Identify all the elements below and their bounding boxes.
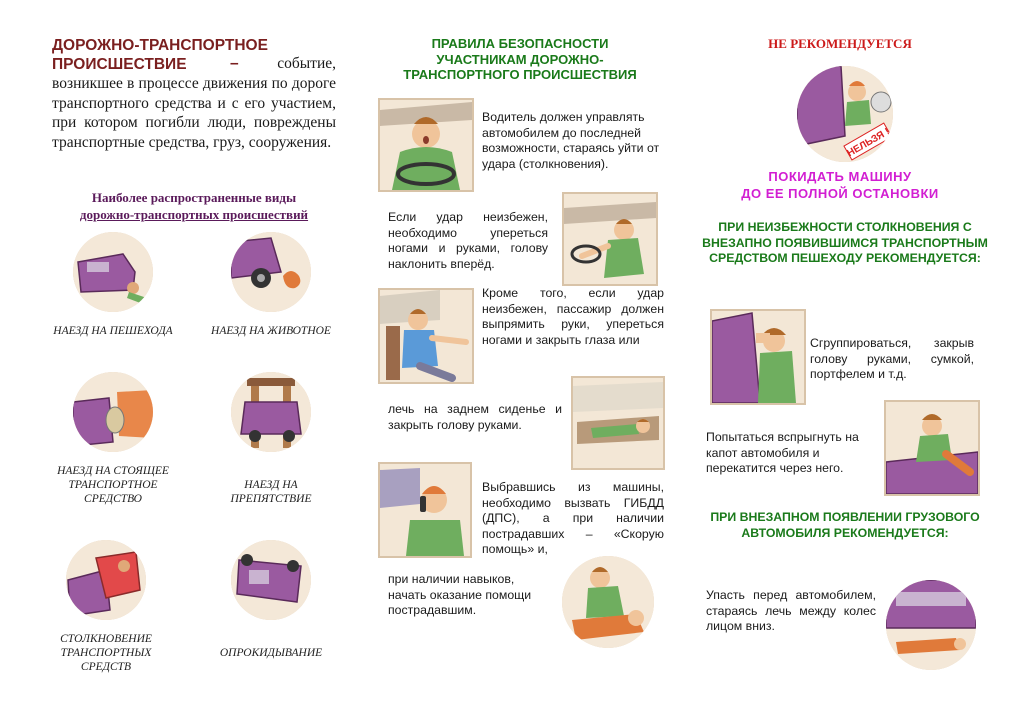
- rules-title: ПРАВИЛА БЕЗОПАСНОСТИ УЧАСТНИКАМ ДОРОЖНО-…: [403, 36, 637, 82]
- first-aid-icon: [562, 556, 654, 648]
- lying-on-seat-icon: [571, 376, 665, 470]
- pedestrian-group-icon: [710, 309, 806, 405]
- exit-moving-car-icon: НЕЛЬЗЯ !: [797, 66, 893, 162]
- caption-animal: НАЕЗД НА ЖИВОТНОЕ: [211, 325, 331, 337]
- types-title: Наиболее распространенные виды дорожно-т…: [52, 189, 336, 223]
- parked-car-hit-icon: [73, 372, 153, 452]
- caption-pedestrian: НАЕЗД НА ПЕШЕХОДА: [53, 325, 173, 337]
- definition-dash: –: [230, 55, 239, 72]
- definition-first-words: событие,: [277, 55, 336, 72]
- driver-steering-icon: [378, 98, 474, 192]
- hood-jump-icon: [884, 400, 980, 496]
- ped-text-1: Сгруппироваться, закрыв голову руками, с…: [810, 336, 974, 381]
- pedestrian-advice-title: ПРИ НЕИЗБЕЖНОСТИ СТОЛКНОВЕНИЯ С ВНЕЗАПНО…: [702, 220, 988, 265]
- caption-parked-car: НАЕЗД НА СТОЯЩЕЕ ТРАНСПОРТНОЕ СРЕДСТВО: [57, 465, 169, 505]
- rule-text-5: Выбравшись из машины, необходимо вызвать…: [482, 480, 664, 556]
- rule-text-1: Водитель должен управлять автомобилем до…: [482, 110, 660, 171]
- rollover-icon: [231, 540, 311, 620]
- lie-under-truck-icon: [886, 580, 976, 670]
- pink-line-1: ПОКИДАТЬ МАШИНУ: [768, 169, 912, 184]
- collision-icon: [66, 540, 146, 620]
- brace-impact-icon: [562, 192, 658, 286]
- passenger-brace-icon: [378, 288, 474, 384]
- not-recommended-title: НЕ РЕКОМЕНДУЕТСЯ: [768, 36, 912, 51]
- rule-text-3: Кроме того, если удар неизбежен, пассажи…: [482, 286, 664, 347]
- rule-text-4: лечь на заднем сиденье и закрыть голову …: [388, 402, 562, 432]
- phone-call-icon: [378, 462, 472, 558]
- definition-dash-line: – событие,: [230, 55, 336, 73]
- rule-text-2: Если удар неизбежен, необходимо уперетьс…: [388, 210, 548, 271]
- types-title-line2: дорожно-транспортных происшествий: [79, 207, 309, 222]
- types-title-line1: Наиболее распространенные виды: [91, 190, 297, 205]
- caption-collision: СТОЛКНОВЕНИЕ ТРАНСПОРТНЫХ СРЕДСТВ: [60, 633, 152, 673]
- pedestrian-hit-icon: [73, 232, 153, 312]
- definition-body: возникшее в процессе движения по дороге …: [52, 75, 336, 151]
- caption-rollover: ОПРОКИДЫВАНИЕ: [219, 647, 323, 659]
- truck-text: Упасть перед автомобилем, стараясь лечь …: [706, 588, 876, 633]
- pink-line-2: ДО ЕЕ ПОЛНОЙ ОСТАНОВКИ: [741, 186, 939, 201]
- truck-advice-title: ПРИ ВНЕЗАПНОМ ПОЯВЛЕНИИ ГРУЗОВОГО АВТОМО…: [710, 510, 980, 540]
- definition-title: ДОРОЖНО-ТРАНСПОРТНОЕ ПРОИСШЕСТВИЕ: [52, 37, 268, 73]
- animal-hit-icon: [231, 232, 311, 312]
- caption-obstacle: НАЕЗД НА ПРЕПЯТСТВИЕ: [230, 479, 312, 505]
- dont-leave-car-title: ПОКИДАТЬ МАШИНУ ДО ЕЕ ПОЛНОЙ ОСТАНОВКИ: [700, 168, 980, 202]
- obstacle-hit-icon: [231, 372, 311, 452]
- rule-text-6: при наличии навыков, начать оказание пом…: [388, 572, 532, 617]
- ped-text-2: Попытаться вспрыгнуть на капот автомобил…: [706, 430, 859, 475]
